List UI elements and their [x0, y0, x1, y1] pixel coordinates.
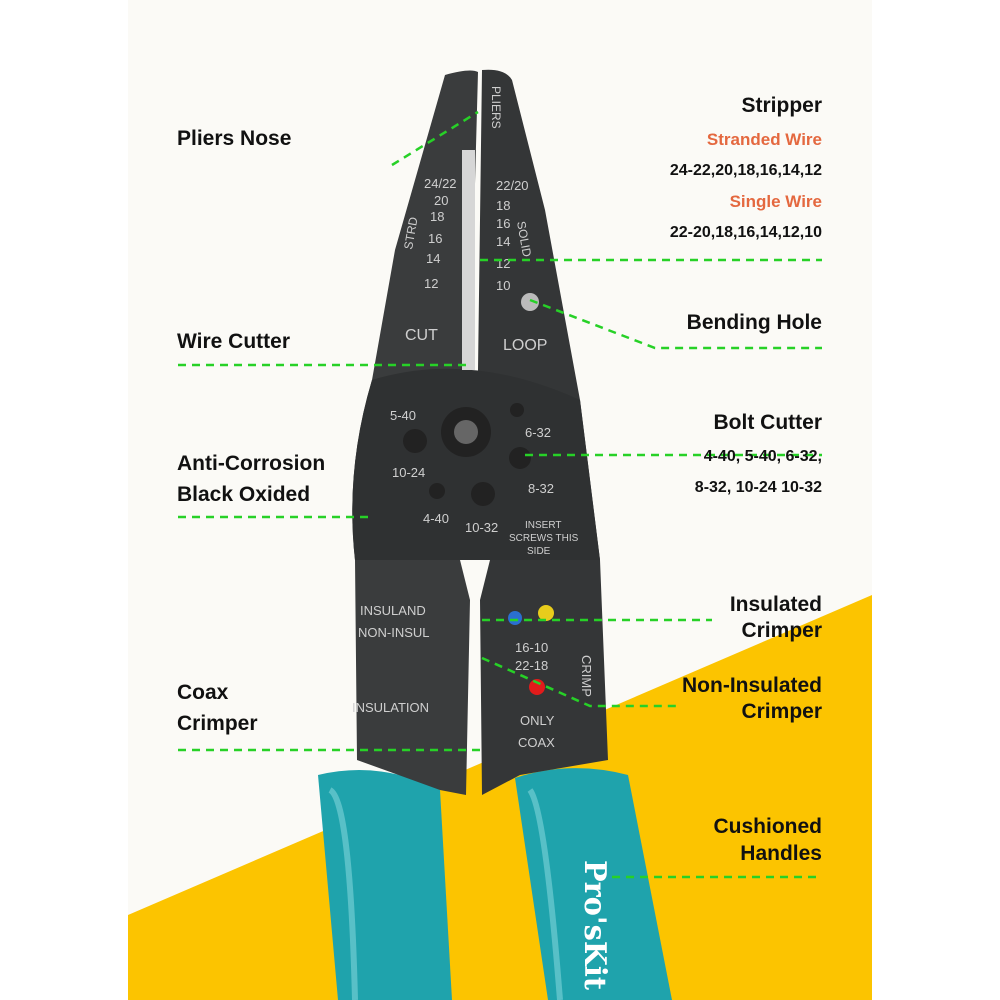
marking-loop: LOOP: [503, 337, 547, 354]
marking: 16-10: [515, 640, 548, 655]
label-pliers-nose: Pliers Nose: [177, 127, 292, 150]
marking: NON-INSUL: [358, 625, 430, 640]
marking-solid-tag: SOLID: [514, 220, 534, 258]
label-coax-crimper: Crimper: [177, 712, 258, 735]
label-anti-corrosion: Anti-Corrosion: [177, 452, 326, 475]
marking-stranded-tag: STRD: [401, 216, 421, 251]
tool-markings: PLIERS 24/22 20 18 16 14 12 STRD 22/20 1…: [352, 86, 594, 750]
marking: 20: [434, 193, 448, 208]
marking: 12: [496, 256, 510, 271]
marking: INSULATION: [352, 700, 429, 715]
marking: 5-40: [390, 408, 416, 423]
bolt-sizes-2: 8-32, 10-24 10-32: [694, 479, 822, 496]
label-black-oxided: Black Oxided: [177, 483, 311, 506]
marking: 14: [426, 251, 440, 266]
marking: SIDE: [527, 546, 551, 557]
label-non-insulated-crimper: Crimper: [741, 700, 822, 723]
marking: INSERT: [525, 520, 562, 531]
marking: 12: [424, 276, 438, 291]
marking: 10: [496, 278, 510, 293]
label-cushioned: Cushioned: [713, 815, 823, 838]
marking: COAX: [518, 735, 555, 750]
label-insulated-crimper: Crimper: [741, 619, 822, 642]
marking: 10-24: [392, 465, 425, 480]
marking: CRIMP: [579, 655, 594, 697]
plier-head: [352, 69, 608, 795]
leader-lines: [178, 110, 822, 879]
marking: 18: [430, 209, 444, 224]
marking-pliers: PLIERS: [489, 86, 503, 129]
single-sizes: 22-20,18,16,14,12,10: [669, 224, 822, 241]
marking: 14: [496, 234, 510, 249]
marking: 16: [428, 231, 442, 246]
label-non-insulated: Non-Insulated: [682, 674, 822, 697]
label-handles: Handles: [740, 842, 822, 865]
cushioned-handles: Pro'sKit: [318, 768, 672, 1000]
marking: 22/20: [496, 178, 529, 193]
marking-cut: CUT: [405, 327, 438, 344]
marking: 16: [496, 216, 510, 231]
marking: 10-32: [465, 520, 498, 535]
yellow-accent-shape: [128, 595, 872, 1000]
marking: 4-40: [423, 511, 449, 526]
marking: 8-32: [528, 481, 554, 496]
label-bending-hole: Bending Hole: [686, 311, 822, 334]
label-stripper: Stripper: [741, 94, 822, 117]
marking: 18: [496, 198, 510, 213]
marking: 24/22: [424, 176, 457, 191]
marking: ONLY: [520, 713, 555, 728]
label-single-wire: Single Wire: [729, 192, 822, 211]
stranded-sizes: 24-22,20,18,16,14,12: [669, 162, 822, 179]
label-coax: Coax: [177, 681, 229, 704]
marking: 6-32: [525, 425, 551, 440]
marking: INSULAND: [360, 603, 426, 618]
label-stranded-wire: Stranded Wire: [706, 130, 822, 149]
label-wire-cutter: Wire Cutter: [177, 330, 290, 353]
bolt-sizes-1: 4-40, 5-40, 6-32,: [703, 448, 822, 465]
label-bolt-cutter: Bolt Cutter: [713, 411, 823, 434]
marking: 22-18: [515, 658, 548, 673]
brand-logo: Pro'sKit: [577, 860, 612, 990]
marking: SCREWS THIS: [509, 533, 579, 544]
label-insulated: Insulated: [729, 593, 822, 616]
